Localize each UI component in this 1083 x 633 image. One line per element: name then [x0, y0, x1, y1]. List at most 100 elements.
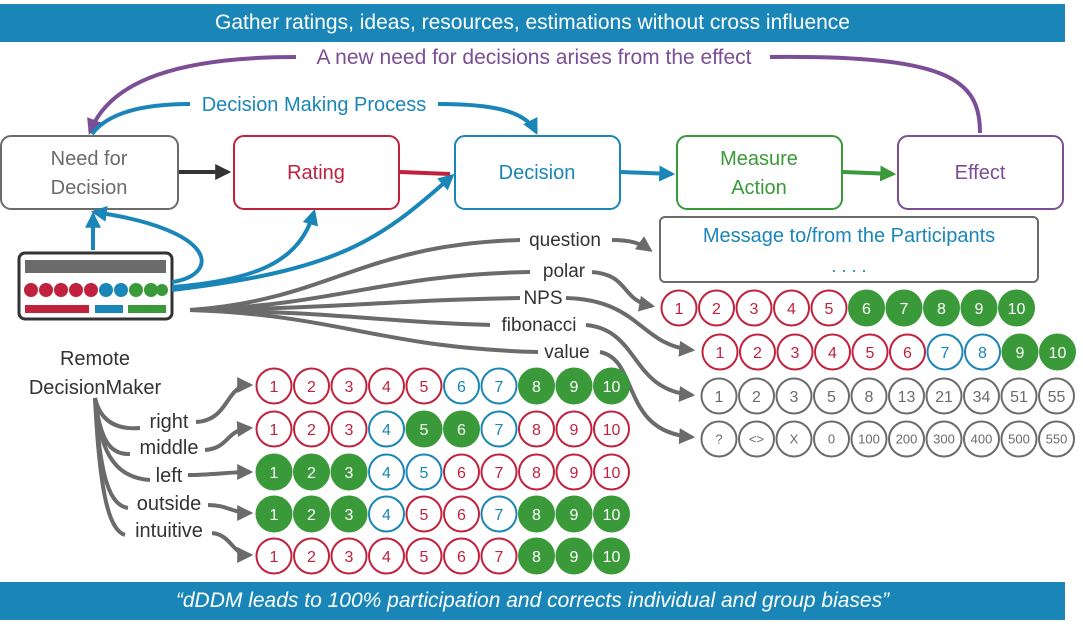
scale-outside-option-circle[interactable] [405, 495, 443, 533]
scale-outside-option-circle[interactable] [443, 495, 480, 533]
scale-right-option-label: 8 [532, 379, 541, 396]
scale-right-option-circle[interactable] [368, 367, 405, 405]
scale-middle-option-circle[interactable] [368, 410, 405, 448]
value-scale-option-circle[interactable] [963, 420, 1000, 458]
scale-middle-option-circle[interactable] [293, 410, 330, 448]
scale-left-option-circle[interactable] [555, 453, 593, 491]
polar-scale-option-circle[interactable] [923, 289, 960, 327]
scale-outside-option-circle[interactable] [255, 495, 293, 533]
scale-right-option-circle[interactable] [480, 367, 518, 405]
scale-intuitive-option-circle[interactable] [330, 537, 368, 575]
nps-scale-option-circle[interactable] [701, 333, 739, 371]
scale-right-option-circle[interactable] [330, 367, 368, 405]
value-scale-option-circle[interactable] [738, 420, 775, 458]
scale-middle-option-circle[interactable] [330, 410, 368, 448]
scale-left-option-circle[interactable] [405, 453, 443, 491]
fibonacci-scale-option-circle[interactable] [738, 377, 775, 415]
scale-middle-option-circle[interactable] [255, 410, 293, 448]
polar-scale-option-circle[interactable] [848, 289, 885, 327]
nps-scale-option-circle[interactable] [1001, 333, 1039, 371]
scale-right-option-circle[interactable] [293, 367, 330, 405]
nps-scale-option-circle[interactable] [926, 333, 964, 371]
scale-left-option-circle[interactable] [518, 453, 555, 491]
scale-right-option-circle[interactable] [405, 367, 443, 405]
scale-left-option-circle[interactable] [443, 453, 480, 491]
scale-outside-option-circle[interactable] [518, 495, 555, 533]
polar-scale-option-circle[interactable] [810, 289, 848, 327]
value-scale-option-circle[interactable] [1000, 420, 1038, 458]
nps-scale-option-circle[interactable] [814, 333, 851, 371]
scale-left-option-circle[interactable] [368, 453, 405, 491]
nps-scale-option-circle[interactable] [889, 333, 926, 371]
scale-middle-option-circle[interactable] [443, 410, 480, 448]
scale-intuitive-option-circle[interactable] [405, 537, 443, 575]
fibonacci-scale-option-circle[interactable] [813, 377, 850, 415]
value-scale-option-circle[interactable] [775, 420, 813, 458]
scale-outside-option-circle[interactable] [480, 495, 518, 533]
value-scale-option-circle[interactable] [813, 420, 850, 458]
decision-label: Decision [499, 162, 576, 184]
scale-intuitive-option-circle[interactable] [255, 537, 293, 575]
fibonacci-scale-option-circle[interactable] [1000, 377, 1038, 415]
scale-outside-option-circle[interactable] [555, 495, 593, 533]
fibonacci-scale-option-circle[interactable] [850, 377, 888, 415]
nps-scale-option-circle[interactable] [776, 333, 814, 371]
nps-scale-option-label: 1 [716, 345, 725, 362]
scale-intuitive-option-circle[interactable] [480, 537, 518, 575]
scale-intuitive-option-circle[interactable] [518, 537, 555, 575]
scale-intuitive-option-circle[interactable] [555, 537, 593, 575]
value-scale-option-circle[interactable] [925, 420, 963, 458]
scale-left-option-circle[interactable] [330, 453, 368, 491]
fibonacci-scale-option-circle[interactable] [775, 377, 813, 415]
scale-right-option-circle[interactable] [593, 367, 630, 405]
scale-intuitive-option-circle[interactable] [593, 537, 630, 575]
scale-intuitive-option-circle[interactable] [443, 537, 480, 575]
scale-left-option-circle[interactable] [255, 453, 293, 491]
scale-right-option-circle[interactable] [255, 367, 293, 405]
scale-left-option-circle[interactable] [293, 453, 330, 491]
polar-scale-option-circle[interactable] [773, 289, 810, 327]
scale-left-option-circle[interactable] [480, 453, 518, 491]
scale-outside-option-circle[interactable] [293, 495, 330, 533]
scale-middle-option-circle[interactable] [518, 410, 555, 448]
scale-intuitive-option-circle[interactable] [293, 537, 330, 575]
fibonacci-scale-option-circle[interactable] [925, 377, 963, 415]
polar-scale-option-circle[interactable] [735, 289, 773, 327]
scale-outside-option-circle[interactable] [330, 495, 368, 533]
scale-outside-option-label: 4 [382, 507, 391, 524]
scale-right-option-circle[interactable] [518, 367, 555, 405]
nps-scale-option-circle[interactable] [964, 333, 1001, 371]
value-scale-option-circle[interactable] [1038, 420, 1075, 458]
scale-intuitive-option-label: 6 [457, 549, 466, 566]
polar-scale-option-circle[interactable] [885, 289, 923, 327]
fibonacci-scale-option-circle[interactable] [963, 377, 1000, 415]
scale-middle-option-circle[interactable] [593, 410, 630, 448]
nps-scale-option-label: 6 [903, 345, 912, 362]
scale-middle-option-circle[interactable] [555, 410, 593, 448]
fibonacci-scale-option-circle[interactable] [888, 377, 925, 415]
fibonacci-scale-option-circle[interactable] [1038, 377, 1075, 415]
nps-scale-option-circle[interactable] [851, 333, 889, 371]
scale-left-option-circle[interactable] [593, 453, 630, 491]
polar-scale-option-circle[interactable] [660, 289, 698, 327]
polar-scale-option-circle[interactable] [960, 289, 998, 327]
nps-scale-option-circle[interactable] [739, 333, 776, 371]
scale-right-option-circle[interactable] [443, 367, 480, 405]
fibonacci-scale-option-circle[interactable] [700, 377, 738, 415]
value-scale-option-circle[interactable] [850, 420, 888, 458]
scale-outside-option-circle[interactable] [593, 495, 630, 533]
nps-scale-option-circle[interactable] [1039, 333, 1076, 371]
polar-scale-option-circle[interactable] [998, 289, 1035, 327]
polar-scale-option-circle[interactable] [698, 289, 735, 327]
scale-intuitive-option-circle[interactable] [368, 537, 405, 575]
scale-outside-option-circle[interactable] [368, 495, 405, 533]
value-scale-option-circle[interactable] [888, 420, 925, 458]
scale-middle-option-circle[interactable] [480, 410, 518, 448]
scale-right-option-circle[interactable] [555, 367, 593, 405]
scale-intuitive-option-label: 7 [495, 549, 504, 566]
scale-middle-option-circle[interactable] [405, 410, 443, 448]
value-scale-option-circle[interactable] [700, 420, 738, 458]
